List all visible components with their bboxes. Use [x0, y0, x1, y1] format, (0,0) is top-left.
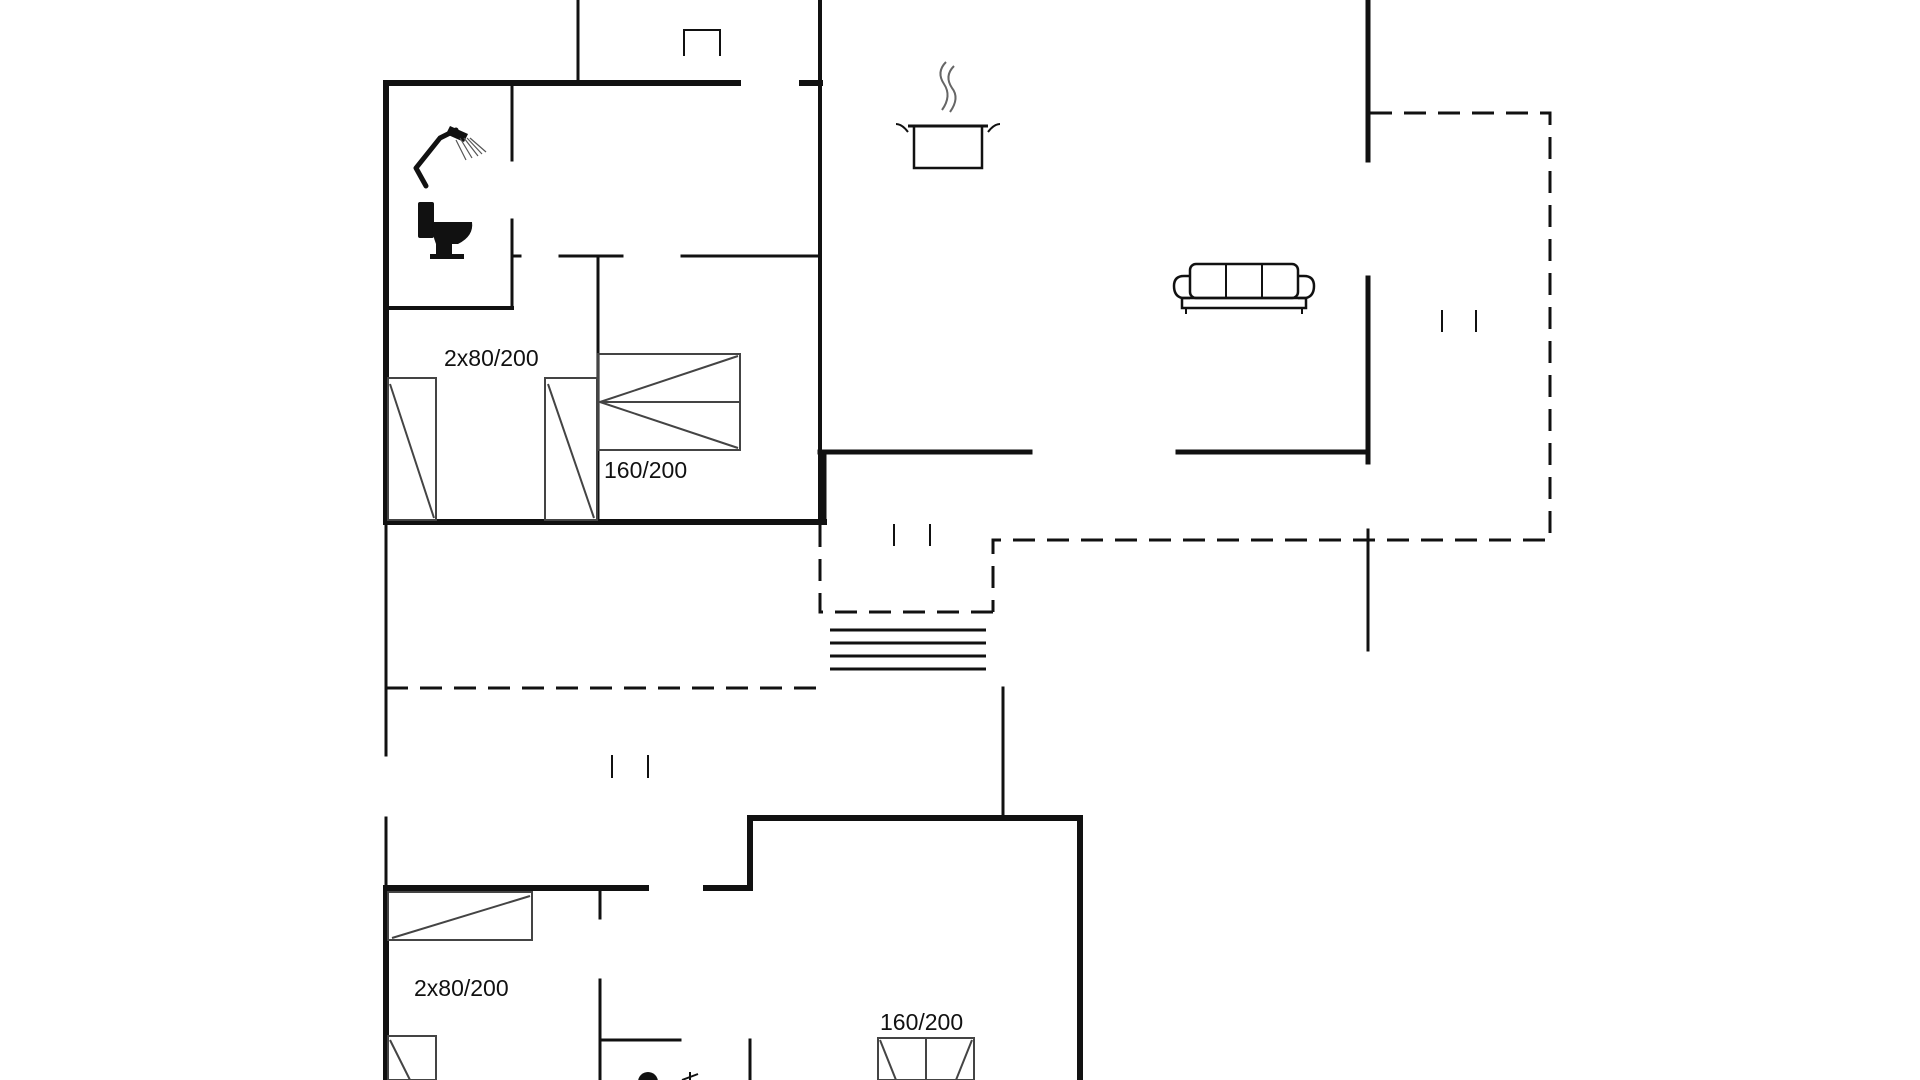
bed-label-lower-left: 2x80/200	[414, 975, 509, 1001]
toilet-icon	[418, 202, 473, 259]
bed-label-upper-double: 160/200	[604, 457, 687, 483]
single-bed-lower-1	[387, 891, 533, 941]
single-bed-lower-2	[387, 1035, 437, 1080]
dashed-outlines	[386, 0, 1552, 690]
entry-steps	[830, 628, 986, 671]
single-bed-upper-2	[544, 377, 598, 521]
lower-bathroom-fixtures	[638, 1072, 699, 1080]
bed-label-lower-double: 160/200	[880, 1009, 963, 1035]
shower-icon	[413, 126, 487, 189]
bed-label-upper-left: 2x80/200	[444, 345, 539, 371]
sofa-icon	[1172, 262, 1316, 314]
storage-fixture	[683, 29, 721, 56]
door-ticks	[611, 310, 1477, 778]
cooking-pot-icon	[895, 61, 1001, 170]
single-bed-upper-1	[387, 377, 437, 521]
double-bed-upper	[597, 353, 741, 451]
double-bed-lower	[877, 1037, 975, 1080]
